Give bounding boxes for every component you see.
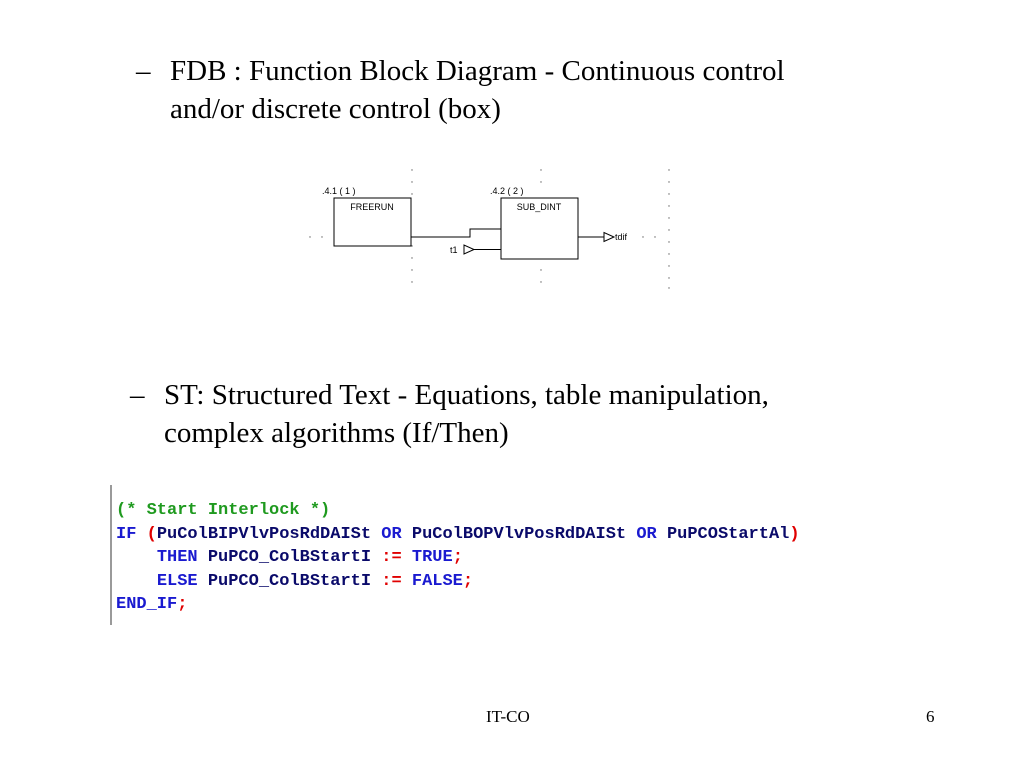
bullet-text-st: ST: Structured Text - Equations, table m… <box>164 376 769 452</box>
code-var: PuPCOStartAl <box>666 524 790 544</box>
bullet-line-2: complex algorithms (If/Then) <box>164 417 509 449</box>
code-kw-then: THEN <box>156 548 198 567</box>
code-semicolon: ; <box>452 548 463 567</box>
input-arrow-icon <box>463 244 476 255</box>
grid-dots <box>309 169 670 289</box>
page-number: 6 <box>926 707 935 726</box>
bullet-dash: – <box>130 379 145 411</box>
code-kw-or: OR <box>636 524 657 544</box>
output-arrow-icon <box>603 231 616 243</box>
bullet-text-fbd: FDB : Function Block Diagram - Continuou… <box>170 52 785 128</box>
code-value-false: FALSE <box>411 571 463 591</box>
code-var: PuColBOPVlvPosRdDAISt <box>411 524 627 544</box>
function-block-diagram: .4.1 ( 1 ) FREERUN .4.2 ( 2 ) SUB_DINT t… <box>309 169 670 289</box>
code-comment: (* Start Interlock *) <box>116 501 331 520</box>
structured-text-code: (* Start Interlock *) IF (PuColBIPVlvPos… <box>110 485 880 625</box>
bullet-line-2: and/or discrete control (box) <box>170 93 501 125</box>
code-semicolon: ; <box>462 571 474 591</box>
code-assign: := <box>381 548 402 567</box>
connection-wire <box>411 228 501 238</box>
code-assign: := <box>381 571 402 591</box>
input-label: t1 <box>450 245 458 255</box>
code-kw-else: ELSE <box>156 571 198 591</box>
code-kw-or: OR <box>381 524 402 544</box>
output-label: tdif <box>615 232 628 242</box>
code-kw-endif: END_IF <box>116 595 178 614</box>
block2-box <box>500 197 579 260</box>
block2-index: .4.2 ( 2 ) <box>490 186 524 196</box>
code-paren: ) <box>789 524 800 544</box>
code-semicolon: ; <box>177 595 188 614</box>
code-value-true: TRUE <box>411 548 453 567</box>
code-var: PuColBIPVlvPosRdDAISt <box>156 524 372 544</box>
footer-label: IT-CO <box>486 707 530 726</box>
block2-name: SUB_DINT <box>517 202 562 212</box>
code-paren: ( <box>146 524 157 544</box>
code-kw-if: IF <box>116 524 137 544</box>
block1-name: FREERUN <box>350 202 394 212</box>
code-target: PuPCO_ColBStartI <box>207 548 372 567</box>
bullet-line-1: FDB : Function Block Diagram - Continuou… <box>170 55 785 87</box>
bullet-line-1: ST: Structured Text - Equations, table m… <box>164 379 769 411</box>
block1-box <box>333 197 412 247</box>
bullet-dash: – <box>136 55 151 87</box>
code-target: PuPCO_ColBStartI <box>207 571 372 591</box>
block1-index: .4.1 ( 1 ) <box>322 186 356 196</box>
